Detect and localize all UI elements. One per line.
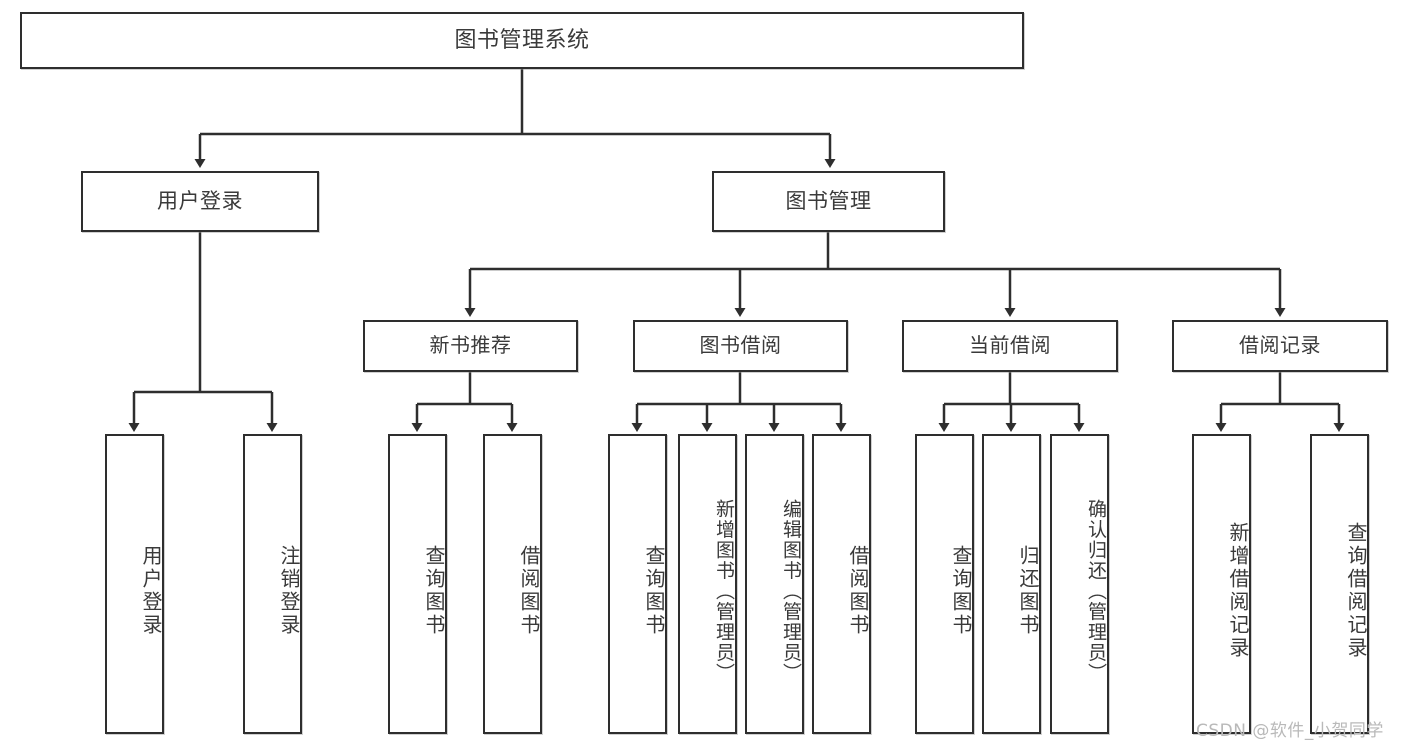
- node-leaf-query-book-1[interactable]: 查询图书: [388, 434, 447, 734]
- node-leaf-add-record[interactable]: 新增借阅记录: [1192, 434, 1251, 734]
- node-leaf-borrow-book-2[interactable]: 借阅图书: [812, 434, 871, 734]
- node-leaf-user-logout[interactable]: 注销登录: [243, 434, 302, 734]
- node-leaf-edit-book[interactable]: 编辑图书（管理员）: [745, 434, 804, 734]
- node-new-book-rec[interactable]: 新书推荐: [363, 320, 578, 372]
- node-leaf-user-login[interactable]: 用户登录: [105, 434, 164, 734]
- csdn-watermark: CSDN @软件_小贺同学: [1196, 721, 1384, 741]
- node-book-manage[interactable]: 图书管理: [712, 171, 945, 232]
- node-leaf-add-book[interactable]: 新增图书（管理员）: [678, 434, 737, 734]
- node-current-borrow[interactable]: 当前借阅: [902, 320, 1118, 372]
- node-leaf-query-book-2[interactable]: 查询图书: [608, 434, 667, 734]
- node-leaf-return-book[interactable]: 归还图书: [982, 434, 1041, 734]
- node-leaf-query-book-3[interactable]: 查询图书: [915, 434, 974, 734]
- node-leaf-borrow-book-1[interactable]: 借阅图书: [483, 434, 542, 734]
- node-user-login[interactable]: 用户登录: [81, 171, 319, 232]
- node-borrow-record[interactable]: 借阅记录: [1172, 320, 1388, 372]
- node-leaf-query-record[interactable]: 查询借阅记录: [1310, 434, 1369, 734]
- node-root-system[interactable]: 图书管理系统: [20, 12, 1024, 69]
- node-book-borrow[interactable]: 图书借阅: [633, 320, 848, 372]
- node-leaf-confirm-return[interactable]: 确认归还（管理员）: [1050, 434, 1109, 734]
